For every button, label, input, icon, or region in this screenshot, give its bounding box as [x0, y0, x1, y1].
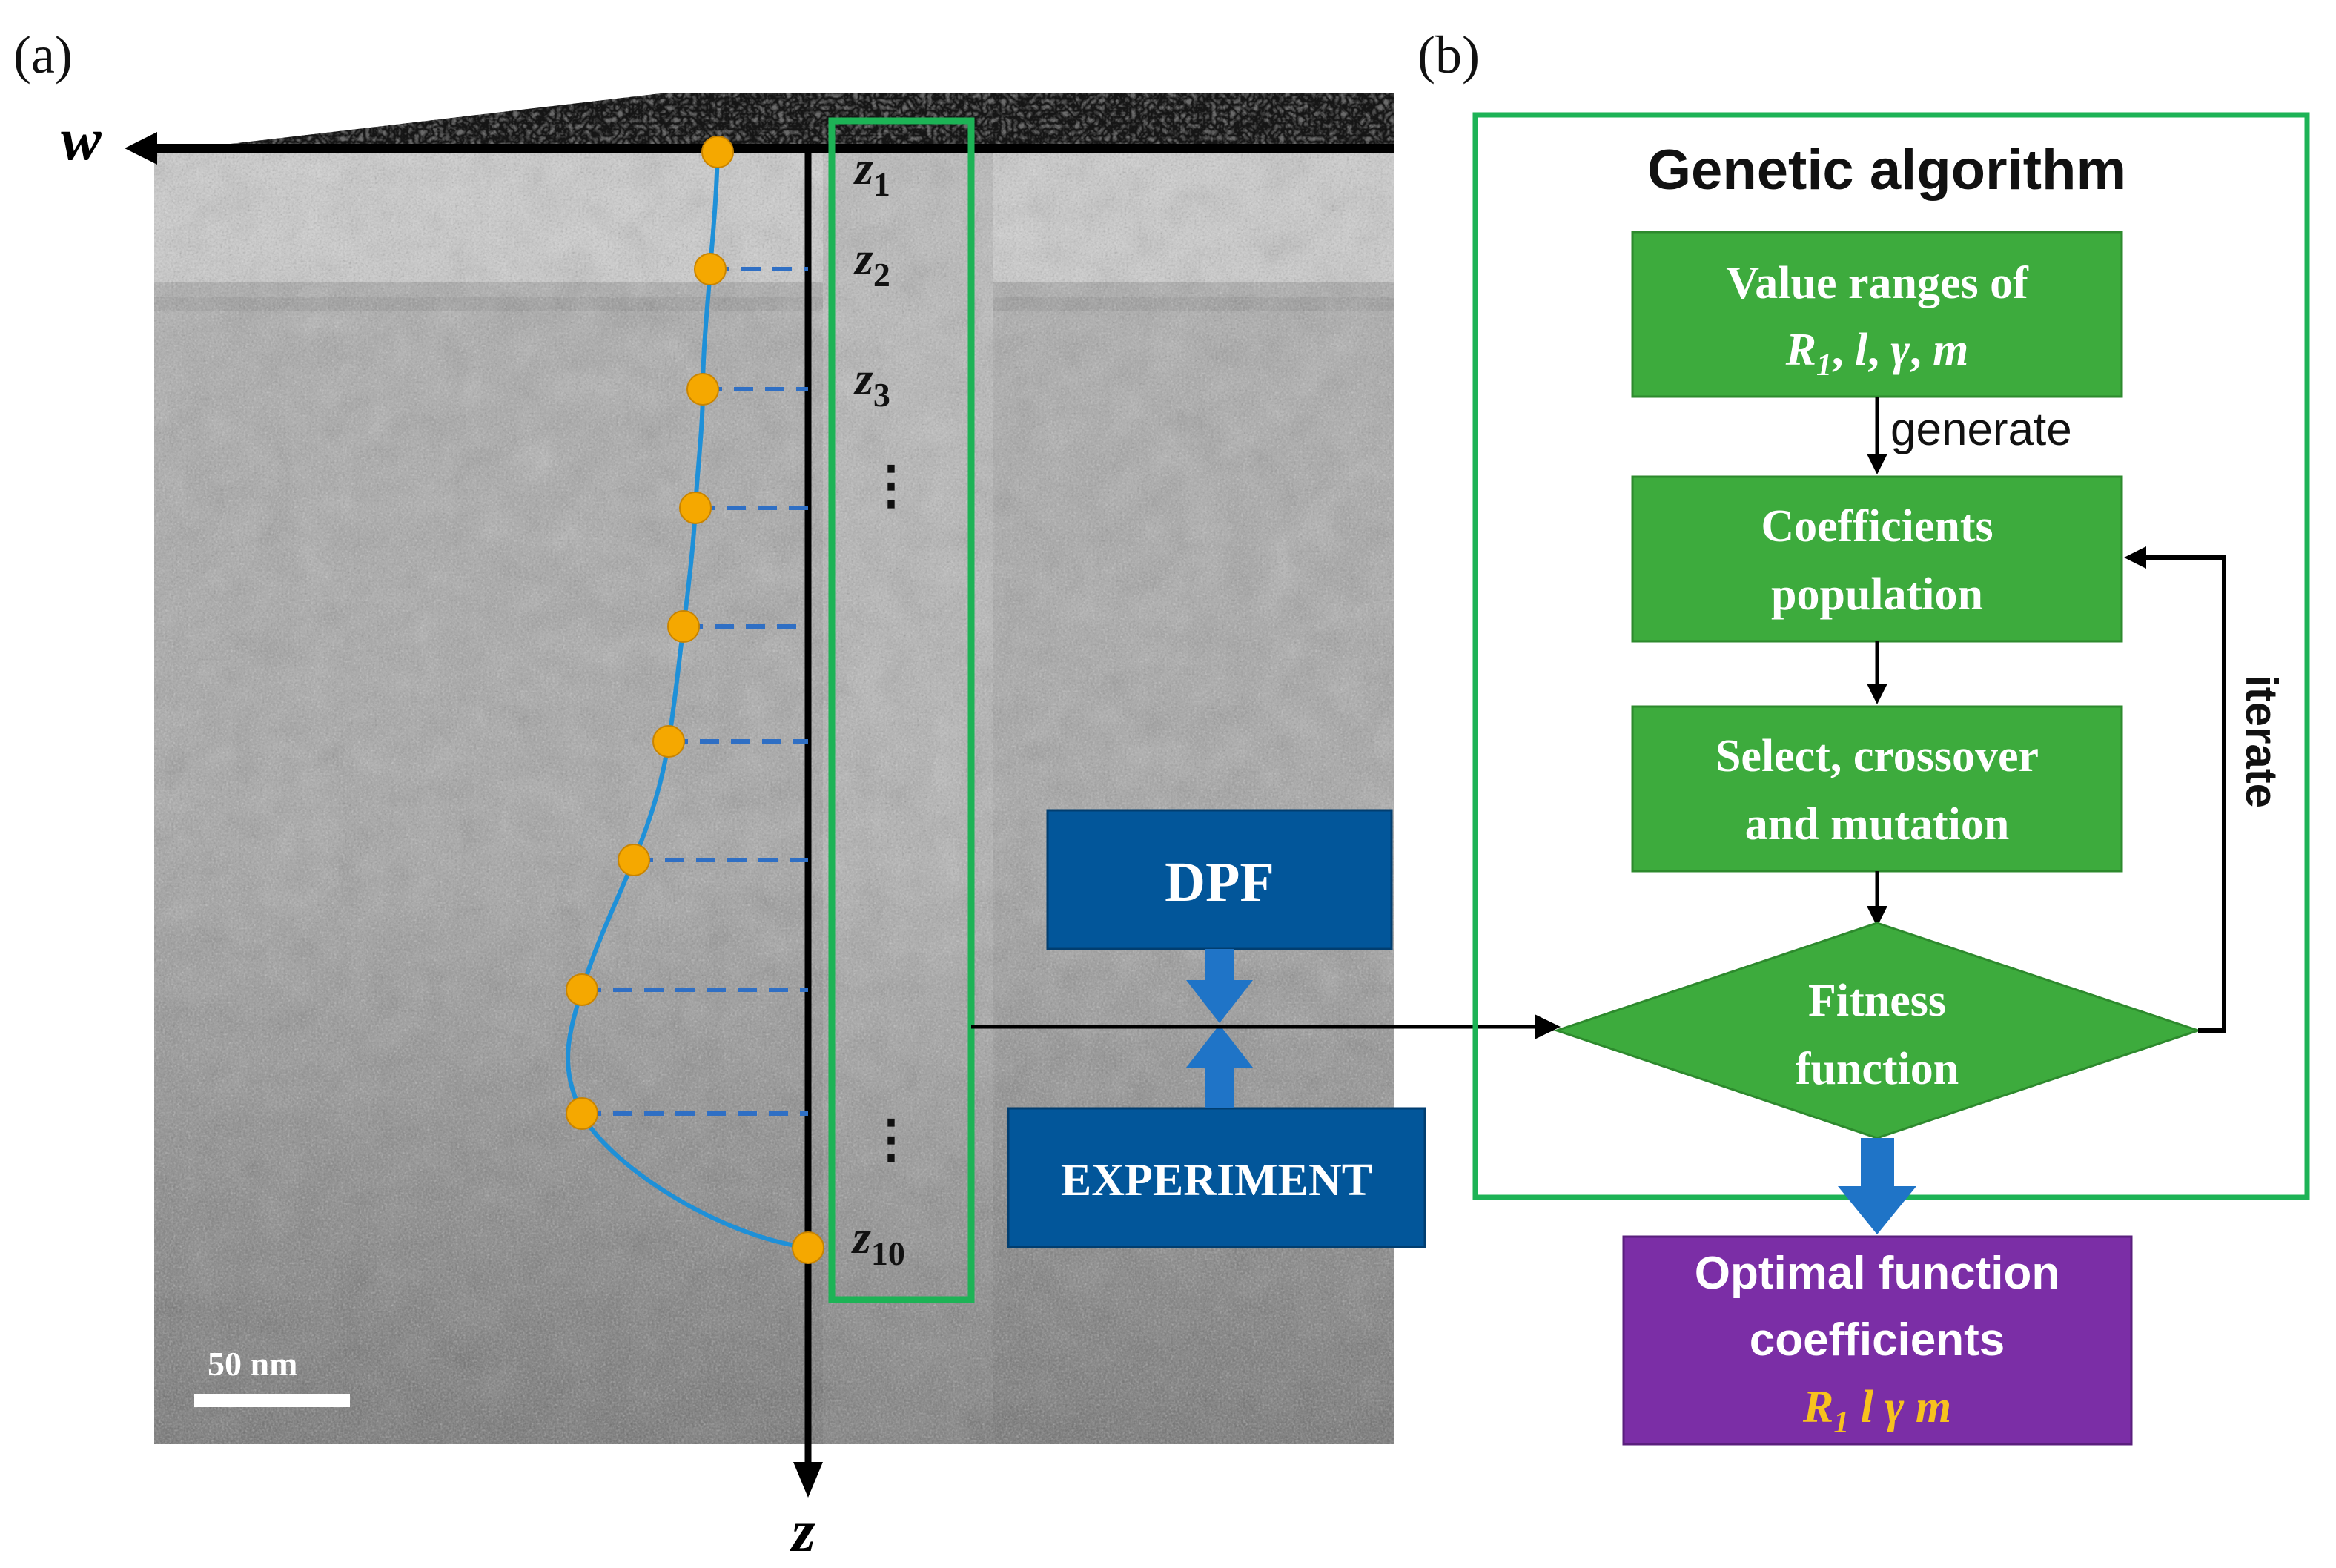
sample-point — [667, 610, 700, 643]
generate-arrowhead — [1867, 454, 1887, 474]
scale-bar — [194, 1394, 350, 1407]
dpf-down-arrow — [1186, 949, 1253, 1023]
select-crossover-line2: and mutation — [1745, 799, 2010, 850]
z-axis-arrowhead — [793, 1462, 823, 1498]
experiment-box — [1007, 1107, 1426, 1248]
measurement-column-frame — [828, 117, 975, 1303]
select-crossover-box — [1631, 705, 2123, 873]
top-rough-layer — [193, 93, 1394, 148]
sample-points — [566, 136, 824, 1264]
w-axis-label: w — [61, 105, 102, 173]
sample-point — [701, 136, 734, 168]
iterate-arrowhead — [2124, 546, 2146, 569]
optimal-line1: Optimal function — [1695, 1248, 2060, 1299]
dpf-label: DPF — [1165, 851, 1274, 913]
comparison-connector-arrowhead — [1535, 1014, 1561, 1039]
z10-label: z10 — [851, 1211, 905, 1272]
z1-label: z1 — [853, 142, 890, 203]
select-to-fitness-arrowhead — [1867, 906, 1887, 927]
optimal-params: R1 l γ m — [1802, 1382, 1951, 1440]
tem-micrograph — [154, 148, 1394, 1444]
z2-label: z2 — [853, 232, 890, 294]
generate-label: generate — [1890, 404, 2072, 455]
value-ranges-box — [1631, 231, 2123, 398]
iterate-loop — [2144, 555, 2226, 1033]
output-arrow — [1838, 1138, 1916, 1234]
sample-point — [686, 373, 719, 406]
fitness-diamond — [1553, 922, 2202, 1139]
coefficients-population-line1: Coefficients — [1761, 501, 1993, 552]
w-axis-arrowhead — [125, 132, 157, 165]
coefficients-population-line2: population — [1771, 569, 1983, 620]
sample-point — [792, 1231, 824, 1264]
sample-point — [566, 1097, 598, 1130]
sample-point — [566, 973, 598, 1006]
sample-point — [618, 844, 650, 876]
panel-a-label: (a) — [13, 25, 73, 85]
optimal-line2: coefficients — [1750, 1314, 2005, 1366]
sample-point — [679, 492, 712, 524]
scale-bar-label: 50 nm — [208, 1345, 297, 1383]
ellipsis-lower: ⋮ — [865, 1111, 917, 1168]
panel-b-label: (b) — [1417, 25, 1480, 85]
ellipsis-upper: ⋮ — [865, 457, 917, 515]
z-axis-label: z — [790, 1497, 815, 1564]
sample-point — [652, 725, 685, 758]
ga-title: Genetic algorithm — [1647, 139, 2126, 202]
optimal-coefficients-box — [1622, 1235, 2133, 1446]
population-to-select-arrowhead — [1867, 684, 1887, 704]
select-crossover-line1: Select, crossover — [1715, 731, 2039, 781]
fitness-line2: function — [1796, 1044, 1959, 1094]
iterate-label: iterate — [2237, 675, 2286, 808]
z3-label: z3 — [853, 352, 890, 414]
experiment-up-arrow — [1186, 1025, 1253, 1108]
value-ranges-params: R1, l, γ, m — [1785, 325, 1969, 383]
sample-point — [694, 253, 727, 285]
experiment-label: EXPERIMENT — [1061, 1155, 1372, 1205]
value-ranges-line1: Value ranges of — [1726, 258, 2029, 308]
dpf-box — [1046, 809, 1393, 950]
fitness-line1: Fitness — [1808, 976, 1946, 1026]
coefficients-population-box — [1631, 475, 2123, 643]
